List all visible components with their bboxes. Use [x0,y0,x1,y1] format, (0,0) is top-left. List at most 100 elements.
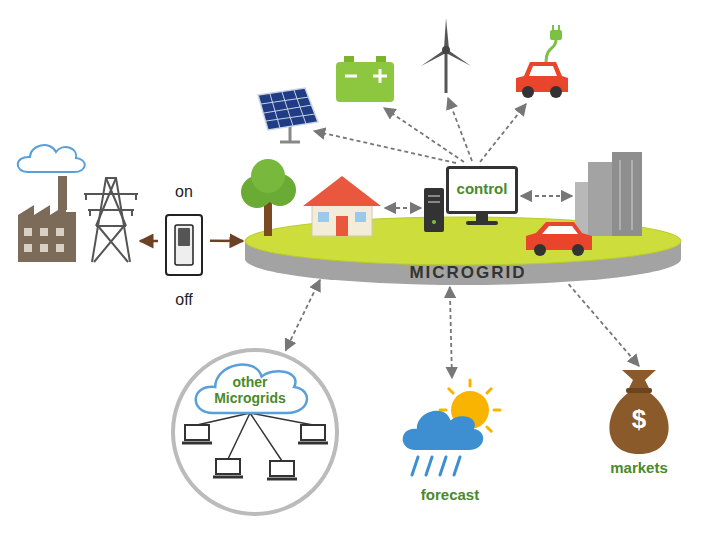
car-icon-part [572,244,584,256]
cloud-shape [196,365,307,413]
laptop-base [182,442,212,445]
house-icon-part [303,176,381,206]
electric-car-icon-part [522,86,534,98]
solar-panel-icon [258,88,318,142]
power-grid-icon-part [56,244,64,252]
grid-arrow [140,240,158,243]
house-icon-part [318,212,329,222]
bag-top [622,370,656,390]
solar-panel-icon-part [289,126,292,142]
car-icon-part [542,226,578,234]
money-bag: $ markets [598,366,680,478]
forecast-label: forecast [421,486,479,504]
sun-ray [449,389,453,393]
electric-car-icon-part [516,62,568,92]
server-icon-part [428,195,440,197]
server-icon-part [424,188,444,232]
control-label: control [457,180,508,198]
data-link [286,280,320,351]
laptop-screen [185,425,209,440]
control-arrows-part [480,104,526,162]
laptop-base [267,478,297,481]
currency-symbol: $ [632,405,646,435]
buildings-icon [575,152,642,236]
power-grid-icon-part [24,244,32,252]
laptop-screen [270,461,294,476]
house-icon-part [355,212,366,222]
pylon-part [94,178,128,262]
switch-state: on [175,182,193,201]
forecast-icon: forecast [392,378,512,510]
local-arrows-part [385,207,421,209]
wind-turbine-icon [421,18,471,93]
solar-panel-icon-part [258,88,318,130]
sun-ray [440,409,446,412]
battery-icon-part [376,56,386,63]
control-arrows [314,98,526,163]
car-icon [526,222,592,256]
pylon-part [84,194,138,226]
data-link [569,284,639,366]
local-arrows-part [521,195,572,197]
switch-housing [166,215,202,275]
grid-switch-shape [166,215,202,275]
microgrid-network-shape [173,350,337,514]
control-monitor-shape [448,168,517,226]
rain-cloud [403,411,484,450]
sun-ray [469,380,472,386]
data-link [450,287,452,378]
laptop-base [298,442,328,445]
wind-turbine-icon-part [446,50,471,66]
rain-drop [440,457,446,475]
buildings-icon-part [631,160,633,230]
sun-ray [494,409,500,412]
house-icon [303,176,381,236]
bag-body [609,393,668,454]
laptop-screen [216,459,240,474]
solar-panel-icon-part-part [270,94,280,128]
tree-icon [241,159,296,236]
server-icon-part [428,201,440,203]
laptop-base [213,476,243,479]
control-arrows-part [384,108,464,162]
buildings-icon-part [619,160,621,230]
platform-label: MICROGRID [409,263,526,283]
electric-car-icon-part [550,86,562,98]
network-wire [250,413,313,425]
rain-drop [454,457,460,475]
electric-car-icon-part [558,25,560,30]
laptop-screen [301,425,325,440]
electric-car-icon-part [546,40,556,62]
monitor-screen [448,168,517,213]
house-icon-part [312,202,372,236]
battery-icon-part [379,69,382,83]
car-icon-part [534,244,546,256]
power-grid-icon-part [24,228,32,236]
chimney [58,176,67,210]
solar-panel-icon-part-part [282,92,293,126]
microgrid-network-outline [170,347,340,517]
network-label: other Microgrids [200,374,300,406]
wind-turbine-icon-part [421,50,446,66]
rain-drop [412,457,418,475]
factory [18,205,76,262]
power-grid-icon-part [40,244,48,252]
server-icon [424,188,444,232]
power-grid-icon-part [40,228,48,236]
pylon-part [92,178,130,262]
battery-icon-part [336,62,394,102]
network-wire [197,413,250,425]
electric-car-icon-part [552,25,554,30]
electric-car-icon [516,25,568,98]
battery-icon [336,56,394,102]
markets-label: markets [610,459,668,477]
switch-slot [175,225,193,265]
network-wire [228,413,250,459]
solar-panel-icon-part [261,90,315,128]
server-icon-part [432,220,436,224]
control-arrows-part [448,98,472,161]
control-arrows-part [314,131,456,163]
bag-tie [626,388,652,393]
